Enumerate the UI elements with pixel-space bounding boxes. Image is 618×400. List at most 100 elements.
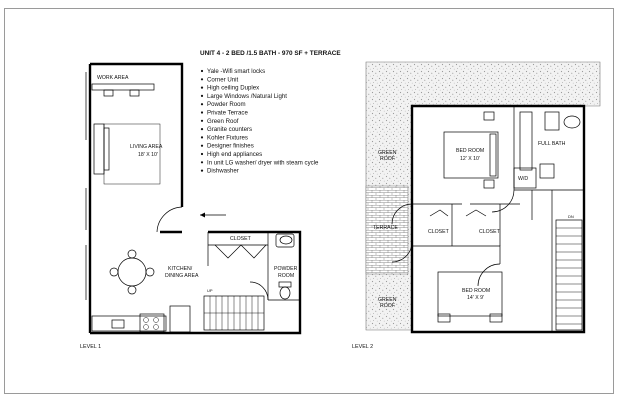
feature-item: Private Terrace: [207, 110, 248, 117]
terrace-pavers: [365, 185, 409, 275]
feature-bullet: [200, 103, 204, 106]
level2-interior-walls-2: [412, 190, 553, 332]
nightstand: [483, 111, 495, 121]
bed-2-pillow: [489, 313, 503, 323]
burner: [143, 317, 149, 323]
stair-label-up: UP: [207, 288, 213, 293]
room-label-powder: POWDER: [274, 266, 298, 272]
bath-sink: [563, 115, 581, 129]
nightstand: [483, 179, 495, 189]
room-dim-bedroom-1: 12' X 10': [460, 156, 480, 162]
wd-unit: [539, 163, 555, 179]
room-label-living: LIVING AREA: [130, 144, 163, 150]
level1-wall-south: [90, 230, 302, 335]
bath-toilet: [544, 111, 560, 131]
powder-basin: [279, 235, 293, 245]
sofa-cushion: [103, 127, 110, 171]
room-label-green-roof-top: GREEN: [378, 150, 397, 156]
stair-treads: [209, 296, 259, 330]
room-label-powder-room: ROOM: [278, 273, 294, 279]
kitchen-counter: [91, 315, 167, 332]
burner: [143, 324, 149, 330]
level1-wall-east: [90, 62, 184, 207]
feature-item: High end appliances: [207, 151, 262, 158]
level-2-plan: [365, 61, 601, 334]
bathtub: [519, 111, 533, 171]
burner: [153, 324, 159, 330]
stair-2-treads: [556, 227, 582, 325]
feature-bullet: [200, 69, 204, 73]
room-dim-bedroom-2: 14' X 9': [467, 295, 484, 301]
feature-item: Kohler Fixtures: [207, 134, 248, 141]
feature-bullet: [200, 86, 204, 89]
feature-item: High ceiling Duplex: [207, 85, 259, 92]
room-label-bedroom-2: BED ROOM: [462, 288, 490, 294]
level2-outer-walls: [410, 104, 586, 334]
feature-item: Granite counters: [207, 126, 252, 133]
bed1-door-swing: [491, 189, 515, 213]
room-label-dining: DINING AREA: [165, 273, 199, 279]
entry-door-swing: [156, 206, 183, 233]
level-1-plan: [85, 62, 302, 335]
burner: [153, 317, 159, 323]
work-desk: [91, 83, 155, 91]
level2-closet-walls: [451, 204, 501, 246]
refrigerator: [169, 305, 191, 333]
bed2-door-swing: [477, 263, 501, 287]
room-dim-living: 18' X 10': [138, 152, 158, 158]
stove: [139, 313, 165, 333]
powder-walls: [267, 245, 300, 301]
room-label-green-roof-top-2: ROOF: [380, 156, 395, 162]
feature-bullet: [200, 94, 204, 97]
feature-item: In unit LG washer/ dryer with steam cycl…: [207, 159, 319, 166]
sofa: [93, 123, 105, 175]
terrace-door-swing-2: [391, 241, 413, 263]
feature-item: Corner Unit: [207, 76, 238, 83]
dining-chair-e: [145, 267, 155, 277]
feature-bullet: [200, 161, 204, 164]
closet-doors: [214, 244, 267, 259]
room-label-work-area: WORK AREA: [97, 75, 129, 81]
powder-sink: [275, 233, 295, 248]
feature-bullet: [200, 136, 204, 139]
bed-2: [437, 271, 503, 317]
bed-1: [443, 131, 499, 179]
closet-door-left: [429, 209, 449, 217]
dining-chair-s: [127, 285, 137, 295]
dining-chair-w: [109, 267, 119, 277]
feature-bullet: [200, 111, 204, 114]
level-2-caption: LEVEL 2: [352, 344, 373, 350]
dining-table: [117, 257, 147, 287]
powder-door-swing: [249, 281, 269, 301]
feature-bullet: [200, 78, 204, 81]
feature-item: Large Windows /Natural Light: [207, 93, 287, 100]
feature-item: Dishwasher: [207, 168, 239, 175]
feature-bullet: [200, 144, 204, 147]
feature-bullet: [200, 152, 204, 156]
toilet-tank: [278, 281, 292, 288]
room-label-closet-l1: CLOSET: [230, 236, 252, 242]
work-chair-2: [129, 89, 140, 97]
feature-item: Yale -Wifi smart locks: [207, 68, 265, 75]
room-label-kitchen: KITCHEN/: [168, 266, 193, 272]
feature-item: Powder Room: [207, 101, 246, 108]
room-label-closet-left: CLOSET: [428, 229, 450, 235]
bed-2-pillow: [437, 313, 451, 323]
terrace-door-swing: [391, 203, 413, 225]
kitchen-sink: [111, 319, 125, 329]
dining-chair-n: [127, 249, 137, 259]
room-label-green-roof-bottom-2: ROOF: [380, 303, 395, 309]
sheet-frame: [4, 8, 614, 394]
unit-title: UNIT 4 - 2 BED /1.5 BATH - 970 SF + TERR…: [200, 50, 341, 57]
closet-door-right: [465, 209, 487, 217]
work-chair-1: [103, 89, 114, 97]
level-1-caption: LEVEL 1: [80, 344, 101, 350]
stair-2: [555, 219, 583, 331]
toilet-bowl: [279, 286, 291, 300]
bed-1-pillow: [489, 133, 497, 177]
room-label-closet-right: CLOSET: [479, 229, 501, 235]
room-label-green-roof-bottom: GREEN: [378, 297, 397, 303]
feature-bullet: [200, 169, 204, 172]
stair-label-dn: DN: [568, 214, 574, 219]
